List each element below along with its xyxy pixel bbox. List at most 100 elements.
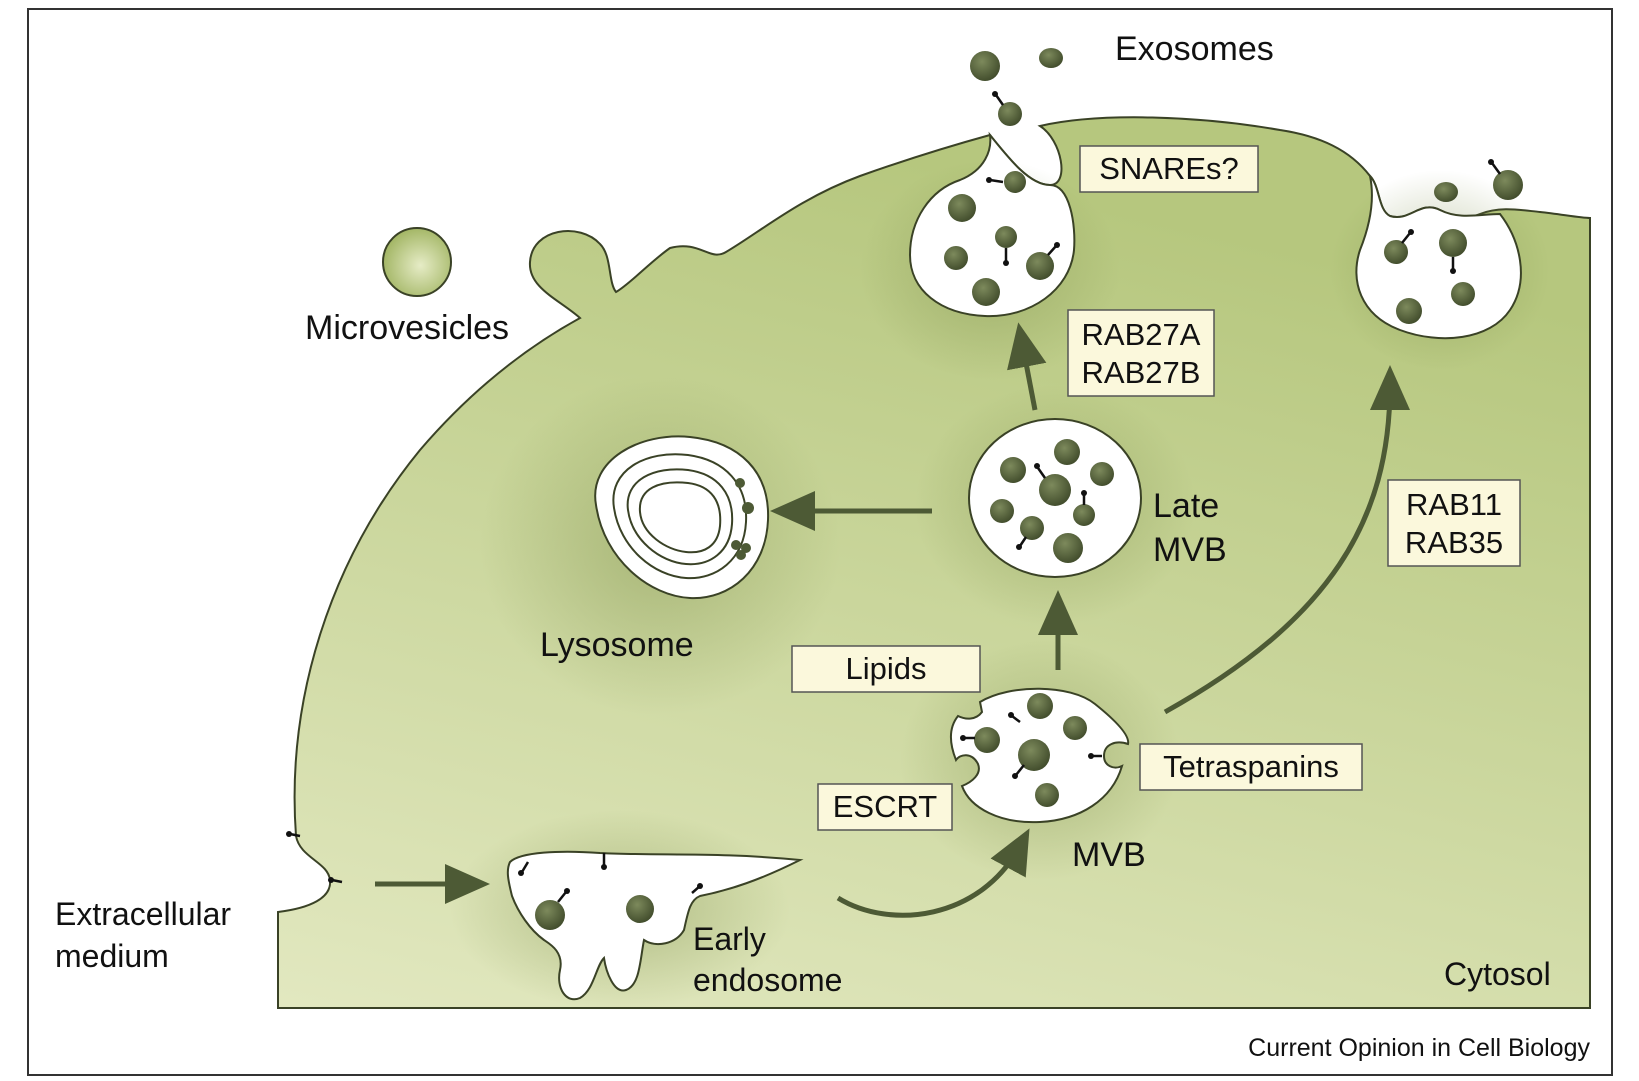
intraluminal-vesicle <box>1396 298 1422 324</box>
lipids-box: Lipids <box>791 645 981 693</box>
rab11-label: RAB11 <box>1406 487 1502 522</box>
exosome <box>1493 170 1523 200</box>
rab27-box: RAB27A RAB27B <box>1067 309 1215 397</box>
receptor-marker <box>328 877 334 883</box>
intraluminal-vesicle <box>974 727 1000 753</box>
intraluminal-vesicle <box>1026 252 1054 280</box>
intraluminal-vesicle <box>1439 229 1467 257</box>
intraluminal-vesicle <box>1000 457 1026 483</box>
receptor-marker <box>557 891 567 903</box>
intraluminal-vesicle <box>1018 739 1050 771</box>
intraluminal-vesicle <box>1020 516 1044 540</box>
lysosome-content <box>741 543 751 553</box>
lysosome-content <box>736 550 746 560</box>
receptor-marker <box>1003 260 1009 266</box>
late-mvb-label-line2: MVB <box>1153 531 1227 569</box>
intraluminal-vesicle <box>1027 693 1053 719</box>
lysosome-content <box>742 502 754 514</box>
receptor-marker <box>601 864 607 870</box>
receptor-marker <box>1036 467 1047 479</box>
receptor-marker <box>1054 242 1060 248</box>
receptor-marker <box>520 861 530 873</box>
receptor-marker <box>1012 773 1018 779</box>
receptor-marker <box>1015 764 1025 776</box>
maturation-arrow <box>836 828 1030 918</box>
receptor-marker <box>1034 463 1040 469</box>
receptor-marker <box>1450 268 1456 274</box>
receptor-marker <box>697 883 703 889</box>
receptor-marker <box>1018 536 1028 547</box>
intraluminal-vesicle <box>1451 282 1475 306</box>
lysosome-membrane-whorl <box>612 453 748 580</box>
early-endosome-label-line1: Early <box>693 921 766 957</box>
extracellular-medium-label-line2: medium <box>55 938 169 974</box>
receptor-marker <box>1011 715 1021 723</box>
extracellular-medium-label-line1: Extracellular <box>55 896 231 932</box>
lipids-label: Lipids <box>846 651 927 686</box>
lysosome <box>594 435 770 600</box>
intraluminal-vesicle <box>1053 533 1083 563</box>
mvb-label: MVB <box>1072 836 1146 874</box>
intraluminal-vesicle <box>1039 474 1071 506</box>
early-endosome-label-line2: endosome <box>693 962 842 998</box>
rab35-label: RAB35 <box>1405 525 1503 560</box>
receptor-marker <box>992 91 998 97</box>
intraluminal-vesicle <box>972 278 1000 306</box>
receptor-marker <box>564 888 570 894</box>
intraluminal-vesicle <box>944 246 968 270</box>
intraluminal-vesicle <box>1004 171 1026 193</box>
receptor-marker <box>1490 162 1502 175</box>
cytosol-label: Cytosol <box>1444 956 1551 992</box>
receptor-marker <box>960 735 966 741</box>
tetraspanins-box: Tetraspanins <box>1139 743 1363 791</box>
intraluminal-vesicle <box>1054 439 1080 465</box>
receptor-marker <box>1081 490 1087 496</box>
exosome <box>970 51 1000 81</box>
rab27a-label: RAB27A <box>1082 317 1201 352</box>
receptor-marker <box>518 870 524 876</box>
receptor-marker <box>1047 245 1057 256</box>
exosome <box>1039 48 1063 68</box>
lysosome-content <box>731 540 741 550</box>
intraluminal-vesicle <box>626 895 654 923</box>
receptor-marker <box>1016 544 1022 550</box>
microvesicle <box>382 227 452 297</box>
escrt-box: ESCRT <box>817 783 953 831</box>
intraluminal-vesicle <box>535 900 565 930</box>
lysosome-label: Lysosome <box>540 626 694 664</box>
rab11-rab35-box: RAB11 RAB35 <box>1387 479 1521 567</box>
exosome <box>1434 182 1458 202</box>
journal-credit: Current Opinion in Cell Biology <box>1248 1034 1590 1062</box>
rab27b-label: RAB27B <box>1082 355 1201 390</box>
receptor-marker <box>989 178 1004 184</box>
snares-label: SNAREs? <box>1099 151 1239 186</box>
lysosome-membrane-whorl <box>638 481 722 554</box>
late-mvb-to-membrane-arrow <box>1007 322 1047 411</box>
receptor-marker <box>1408 229 1414 235</box>
intraluminal-vesicle <box>1063 716 1087 740</box>
fusing-mvb-right <box>1355 172 1522 340</box>
early-endosome <box>506 850 804 1001</box>
receptor-marker <box>1088 753 1094 759</box>
intraluminal-vesicle <box>995 226 1017 248</box>
intraluminal-vesicle <box>1090 462 1114 486</box>
mvb-to-membrane-arrow <box>1163 365 1410 715</box>
receptor-marker <box>986 177 992 183</box>
receptor-marker <box>1488 159 1494 165</box>
snares-box: SNAREs? <box>1079 145 1259 193</box>
microvesicles-label: Microvesicles <box>305 309 509 347</box>
receptor-marker <box>994 94 1005 106</box>
tetraspanins-label: Tetraspanins <box>1163 749 1339 784</box>
late-mvb-label-line1: Late <box>1153 487 1219 525</box>
escrt-label: ESCRT <box>833 789 938 824</box>
receptor-marker <box>1401 232 1411 244</box>
exosome <box>998 102 1022 126</box>
intraluminal-vesicle <box>948 194 976 222</box>
lysosome-membrane-whorl <box>626 468 734 566</box>
receptor-marker <box>286 831 292 837</box>
exosomes-label: Exosomes <box>1115 30 1274 68</box>
lysosome-content <box>735 478 745 488</box>
intraluminal-vesicle <box>990 499 1014 523</box>
receptor-marker <box>1008 712 1014 718</box>
